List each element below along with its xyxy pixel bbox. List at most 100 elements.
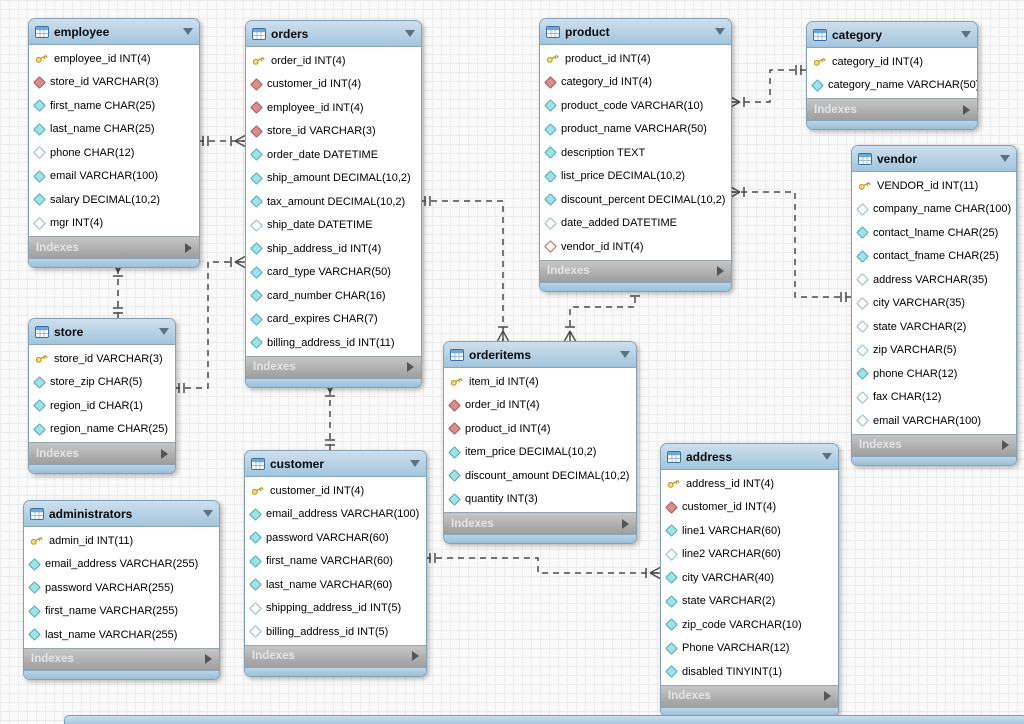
indexes-bar[interactable]: Indexes	[245, 644, 426, 667]
column-row[interactable]: region_name CHAR(25)	[29, 418, 175, 442]
column-row[interactable]: city VARCHAR(35)	[852, 292, 1016, 316]
indexes-bar[interactable]: Indexes	[661, 684, 838, 707]
column-row[interactable]: product_id INT(4)	[444, 417, 636, 441]
column-row[interactable]: fax CHAR(12)	[852, 386, 1016, 410]
column-row[interactable]: customer_id INT(4)	[246, 73, 421, 97]
expand-arrow-icon[interactable]	[1002, 440, 1009, 450]
indexes-bar[interactable]: Indexes	[807, 98, 977, 120]
column-row[interactable]: company_name CHAR(100)	[852, 198, 1016, 222]
column-row[interactable]: state VARCHAR(2)	[661, 590, 838, 614]
column-row[interactable]: customer_id INT(4)	[245, 479, 426, 503]
column-row[interactable]: first_name VARCHAR(255)	[24, 600, 219, 624]
column-row[interactable]: product_code VARCHAR(10)	[540, 94, 731, 118]
column-row[interactable]: item_price DECIMAL(10,2)	[444, 441, 636, 465]
expand-arrow-icon[interactable]	[185, 242, 192, 253]
column-row[interactable]: category_id INT(4)	[807, 50, 977, 74]
column-row[interactable]: last_name CHAR(25)	[29, 118, 199, 142]
column-row[interactable]: VENDOR_id INT(11)	[852, 174, 1016, 198]
expand-arrow-icon[interactable]	[161, 448, 168, 459]
column-row[interactable]: quantity INT(3)	[444, 488, 636, 512]
column-row[interactable]: email_address VARCHAR(255)	[24, 553, 219, 577]
column-row[interactable]: disabled TINYINT(1)	[661, 660, 838, 684]
column-row[interactable]: ship_date DATETIME	[246, 214, 421, 238]
column-row[interactable]: salary DECIMAL(10,2)	[29, 188, 199, 212]
column-row[interactable]: ship_address_id INT(4)	[246, 237, 421, 261]
column-row[interactable]: card_number CHAR(16)	[246, 284, 421, 308]
column-row[interactable]: password VARCHAR(60)	[245, 526, 426, 550]
column-row[interactable]: first_name VARCHAR(60)	[245, 550, 426, 574]
collapse-arrow-icon[interactable]	[203, 510, 213, 517]
relationship-customer-address[interactable]	[425, 553, 661, 580]
column-row[interactable]: email VARCHAR(100)	[29, 165, 199, 189]
column-row[interactable]: card_expires CHAR(7)	[246, 308, 421, 332]
table-header-customer[interactable]: customer	[245, 451, 426, 477]
indexes-bar[interactable]: Indexes	[29, 236, 199, 258]
column-row[interactable]: phone CHAR(12)	[29, 141, 199, 165]
table-header-employee[interactable]: employee	[29, 19, 199, 45]
partial-table-edge[interactable]	[64, 715, 1024, 724]
column-row[interactable]: line2 VARCHAR(60)	[661, 543, 838, 567]
column-row[interactable]: contact_lname CHAR(25)	[852, 221, 1016, 245]
relationship-orders-orderitems[interactable]	[420, 196, 510, 342]
collapse-arrow-icon[interactable]	[410, 460, 420, 467]
expand-arrow-icon[interactable]	[824, 691, 831, 701]
expand-arrow-icon[interactable]	[963, 104, 970, 115]
column-row[interactable]: tax_amount DECIMAL(10,2)	[246, 190, 421, 214]
indexes-bar[interactable]: Indexes	[24, 647, 219, 670]
table-header-store[interactable]: store	[29, 319, 175, 345]
indexes-bar[interactable]: Indexes	[246, 355, 421, 378]
column-row[interactable]: city VARCHAR(40)	[661, 566, 838, 590]
column-row[interactable]: customer_id INT(4)	[661, 496, 838, 520]
column-row[interactable]: email_address VARCHAR(100)	[245, 503, 426, 527]
column-row[interactable]: product_name VARCHAR(50)	[540, 118, 731, 142]
table-header-address[interactable]: address	[661, 444, 838, 470]
column-row[interactable]: billing_address_id INT(5)	[245, 620, 426, 644]
column-row[interactable]: admin_id INT(11)	[24, 529, 219, 553]
column-row[interactable]: mgr INT(4)	[29, 212, 199, 236]
column-row[interactable]: category_name VARCHAR(50)	[807, 74, 977, 98]
column-row[interactable]: store_id VARCHAR(3)	[246, 120, 421, 144]
collapse-arrow-icon[interactable]	[1000, 155, 1010, 162]
expand-arrow-icon[interactable]	[622, 518, 629, 529]
table-header-orders[interactable]: orders	[246, 21, 421, 47]
column-row[interactable]: description TEXT	[540, 141, 731, 165]
relationship-store-orders[interactable]	[174, 255, 246, 394]
column-row[interactable]: address VARCHAR(35)	[852, 268, 1016, 292]
column-row[interactable]: store_id VARCHAR(3)	[29, 71, 199, 95]
column-row[interactable]: category_id INT(4)	[540, 71, 731, 95]
table-header-product[interactable]: product	[540, 19, 731, 45]
column-row[interactable]: contact_fname CHAR(25)	[852, 245, 1016, 269]
column-row[interactable]: ship_amount DECIMAL(10,2)	[246, 167, 421, 191]
table-header-category[interactable]: category	[807, 22, 977, 48]
collapse-arrow-icon[interactable]	[183, 28, 193, 35]
collapse-arrow-icon[interactable]	[822, 453, 832, 460]
column-row[interactable]: employee_id INT(4)	[246, 96, 421, 120]
column-row[interactable]: store_zip CHAR(5)	[29, 371, 175, 395]
column-row[interactable]: date_added DATETIME	[540, 212, 731, 236]
column-row[interactable]: Phone VARCHAR(12)	[661, 637, 838, 661]
column-row[interactable]: billing_address_id INT(11)	[246, 331, 421, 355]
column-row[interactable]: region_id CHAR(1)	[29, 394, 175, 418]
column-row[interactable]: zip_code VARCHAR(10)	[661, 613, 838, 637]
table-header-administrators[interactable]: administrators	[24, 501, 219, 527]
column-row[interactable]: order_id INT(4)	[444, 394, 636, 418]
collapse-arrow-icon[interactable]	[961, 31, 971, 38]
column-row[interactable]: list_price DECIMAL(10,2)	[540, 165, 731, 189]
expand-arrow-icon[interactable]	[205, 654, 212, 664]
column-row[interactable]: first_name CHAR(25)	[29, 94, 199, 118]
column-row[interactable]: item_id INT(4)	[444, 370, 636, 394]
collapse-arrow-icon[interactable]	[620, 351, 630, 358]
expand-arrow-icon[interactable]	[412, 651, 419, 661]
column-row[interactable]: last_name VARCHAR(255)	[24, 623, 219, 647]
column-row[interactable]: address_id INT(4)	[661, 472, 838, 496]
collapse-arrow-icon[interactable]	[159, 328, 169, 335]
